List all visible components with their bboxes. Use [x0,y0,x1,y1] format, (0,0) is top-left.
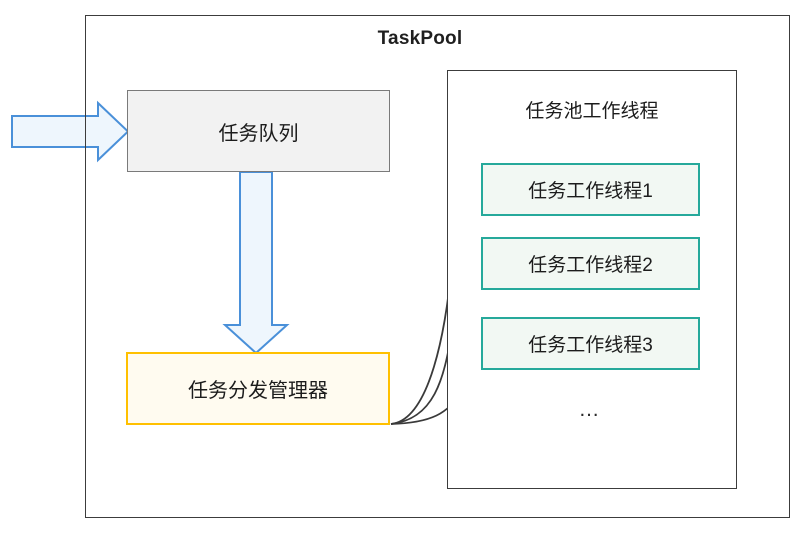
task-dispatcher-box[interactable]: 任务分发管理器 [126,352,390,425]
taskpool-container [85,15,790,518]
worker-thread-label-3: 任务工作线程3 [528,335,653,356]
incoming-task-arrow [11,100,130,163]
worker-thread-label-1: 任务工作线程1 [528,181,653,202]
task-dispatcher-label: 任务分发管理器 [188,380,328,402]
worker-pool-title: 任务池工作线程 [525,100,659,122]
task-queue-label: 任务队列 [218,122,299,145]
worker-thread-box-3[interactable]: 任务工作线程3 [481,317,700,370]
worker-thread-label-2: 任务工作线程2 [528,255,653,276]
worker-thread-box-2[interactable]: 任务工作线程2 [481,237,700,290]
taskpool-title: TaskPool [377,28,463,49]
task-queue-box[interactable]: 任务队列 [127,90,390,172]
worker-thread-box-1[interactable]: 任务工作线程1 [481,163,700,216]
queue-to-dispatcher-arrow [222,171,290,355]
worker-list-ellipsis: … [578,398,603,421]
